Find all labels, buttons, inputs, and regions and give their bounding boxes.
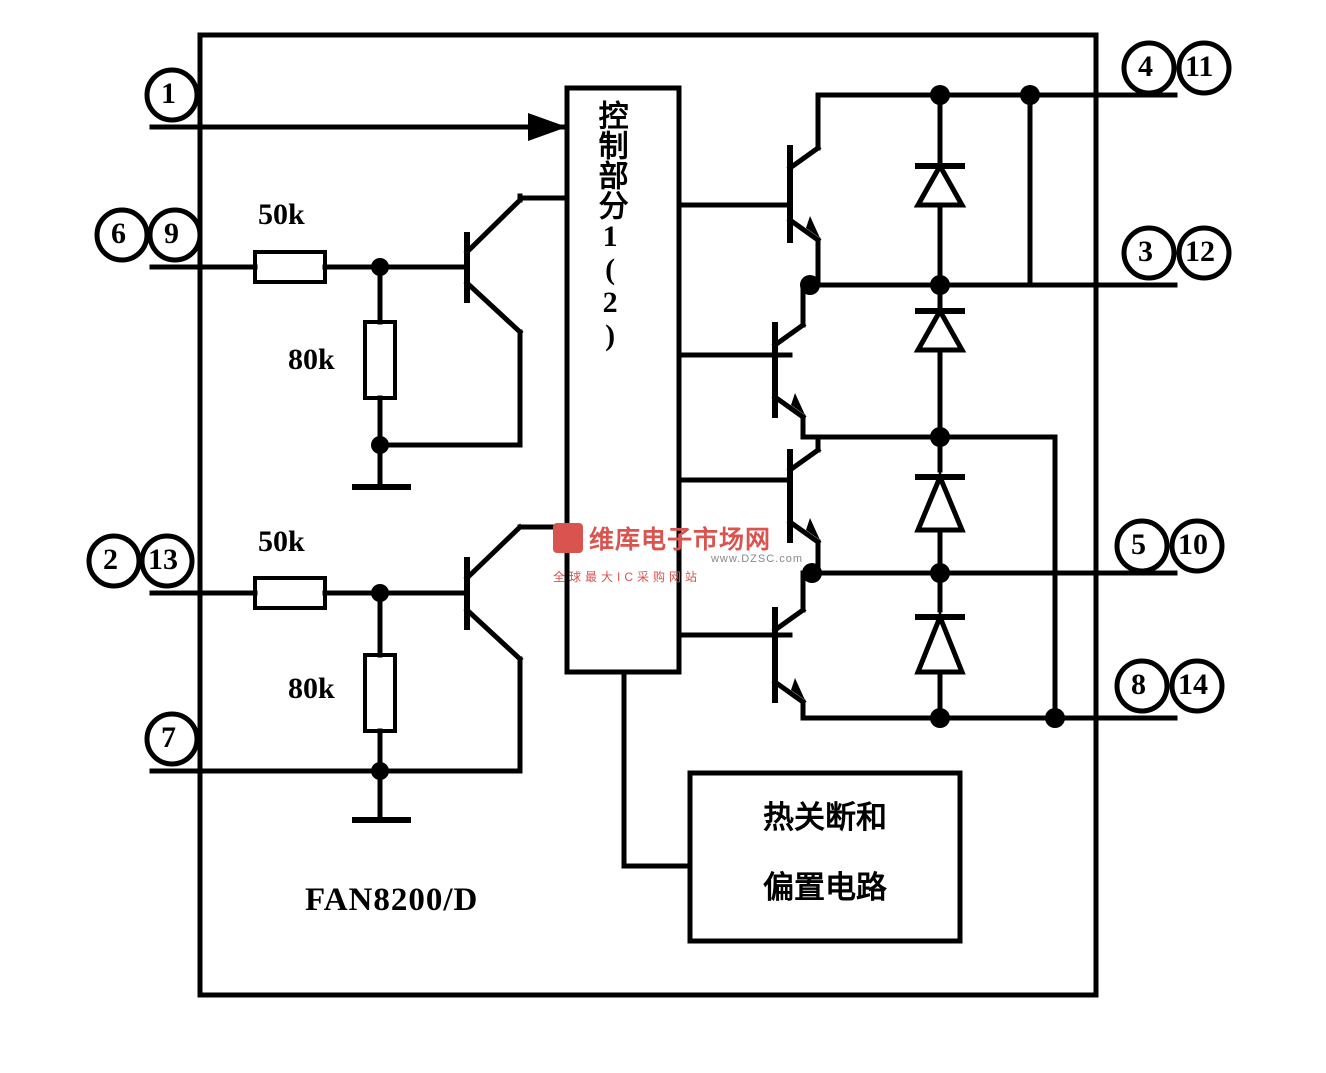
resistor-label-50k-top: 50k xyxy=(258,198,305,231)
watermark-main-text: 维库电子市场网 xyxy=(589,526,772,554)
pin-label-5: 5 xyxy=(1131,528,1146,561)
diode-4-triangle xyxy=(914,610,966,675)
pin-label-14: 14 xyxy=(1178,668,1208,701)
pin-label-12: 12 xyxy=(1185,235,1215,268)
resistor-50k-bottom xyxy=(253,576,327,610)
resistor-50k-top xyxy=(253,250,327,284)
resistor-label-80k-bottom: 80k xyxy=(288,672,335,705)
pin-label-7: 7 xyxy=(161,721,176,754)
resistor-label-80k-top: 80k xyxy=(288,343,335,376)
diode-2-triangle xyxy=(913,305,967,353)
thermal-block-label-line2: 偏置电路 xyxy=(763,870,887,905)
thermal-block-outline xyxy=(687,770,963,944)
pin-label-11: 11 xyxy=(1185,50,1214,83)
pin-label-3: 3 xyxy=(1138,235,1153,268)
pin-label-10: 10 xyxy=(1178,528,1208,561)
diode-3-triangle xyxy=(914,470,966,533)
resistor-80k-bottom xyxy=(363,653,397,733)
pin-label-6: 6 xyxy=(111,217,126,250)
control-block-label: 控制部分1(2) xyxy=(593,100,627,352)
watermark-logo-icon xyxy=(553,523,583,553)
thermal-block-label-line1: 热关断和 xyxy=(763,800,887,835)
resistor-80k-top xyxy=(363,320,397,400)
ic-outline xyxy=(197,32,1099,998)
watermark: 维库电子市场网 www.DZSC.com 全球最大IC采购网站 xyxy=(553,520,803,584)
resistor-label-50k-bottom: 50k xyxy=(258,525,305,558)
diode-1-triangle xyxy=(913,160,967,208)
pin1-arrowhead xyxy=(528,113,567,141)
pin-label-8: 8 xyxy=(1131,668,1146,701)
pin-circles xyxy=(86,40,1232,767)
watermark-domain: www.DZSC.com xyxy=(710,553,803,565)
junction-dots xyxy=(371,85,1065,780)
watermark-sub-text: 全球最大IC采购网站 xyxy=(553,570,702,584)
pin-label-1: 1 xyxy=(161,77,176,110)
pin-label-9: 9 xyxy=(164,217,179,250)
pin-label-13: 13 xyxy=(148,543,178,576)
pin-label-4: 4 xyxy=(1138,50,1153,83)
pin-label-2: 2 xyxy=(103,543,118,576)
part-number-label: FAN8200/D xyxy=(305,882,479,918)
